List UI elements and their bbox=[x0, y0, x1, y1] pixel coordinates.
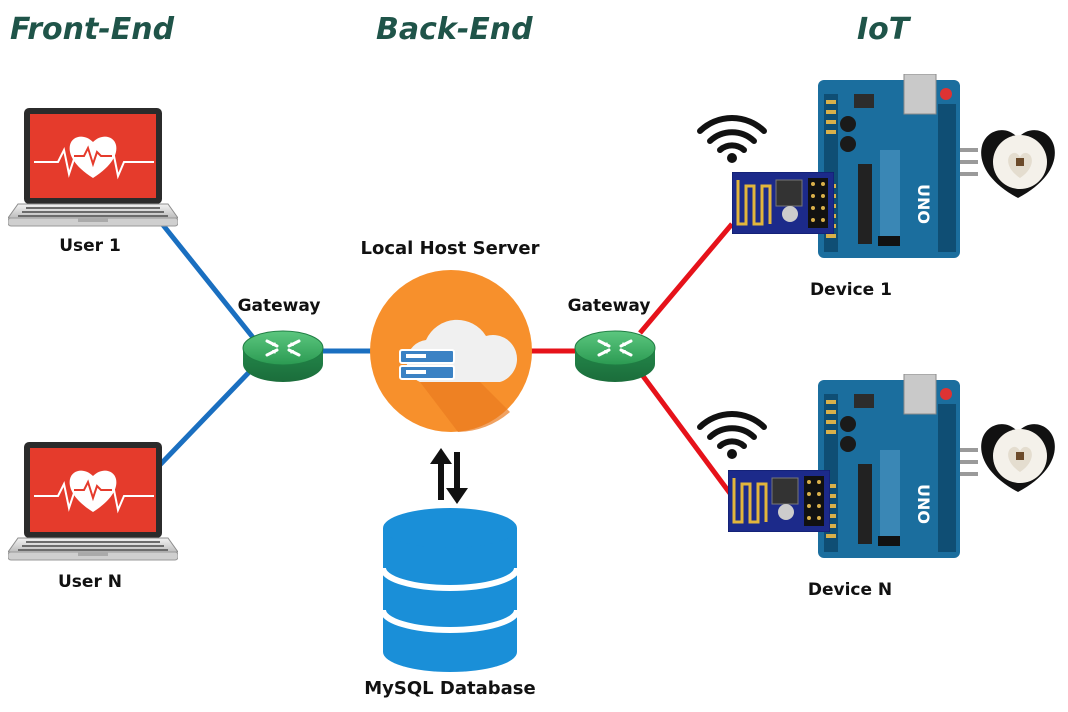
user-1-label: User 1 bbox=[59, 236, 121, 256]
arduino-board-n-icon bbox=[818, 374, 978, 559]
front-end-title: Front-End bbox=[10, 12, 175, 47]
gateway-left-icon bbox=[241, 330, 325, 384]
gateway-left-label: Gateway bbox=[237, 296, 321, 316]
pulse-sensor-n-icon bbox=[981, 424, 1055, 492]
user-n-label: User N bbox=[58, 572, 122, 592]
server-label: Local Host Server bbox=[360, 238, 540, 259]
device-1-assembly bbox=[700, 74, 1055, 259]
pulse-sensor-1-icon bbox=[981, 130, 1055, 198]
wifi-signal-n-icon bbox=[700, 414, 764, 459]
sync-arrows-icon bbox=[430, 448, 468, 504]
gateway-right-label: Gateway bbox=[567, 296, 651, 316]
device-n-assembly bbox=[700, 374, 1055, 559]
back-end-title: Back-End bbox=[376, 12, 533, 47]
cloud-server-icon bbox=[370, 270, 532, 432]
wifi-module-1-icon bbox=[732, 172, 834, 234]
gateway-right-icon bbox=[573, 330, 657, 384]
wifi-signal-1-icon bbox=[700, 118, 764, 163]
iot-title: IoT bbox=[857, 12, 910, 47]
laptop-user-1-icon bbox=[8, 107, 178, 227]
database-icon bbox=[380, 508, 520, 672]
database-label: MySQL Database bbox=[364, 678, 536, 699]
iot-links bbox=[531, 222, 735, 498]
laptop-user-n-icon bbox=[8, 441, 178, 561]
wifi-module-n-icon bbox=[728, 470, 830, 532]
device-n-label: Device N bbox=[807, 580, 893, 600]
device-1-label: Device 1 bbox=[810, 280, 892, 300]
frontend-links bbox=[153, 223, 372, 472]
arduino-board-1-icon bbox=[818, 74, 978, 259]
